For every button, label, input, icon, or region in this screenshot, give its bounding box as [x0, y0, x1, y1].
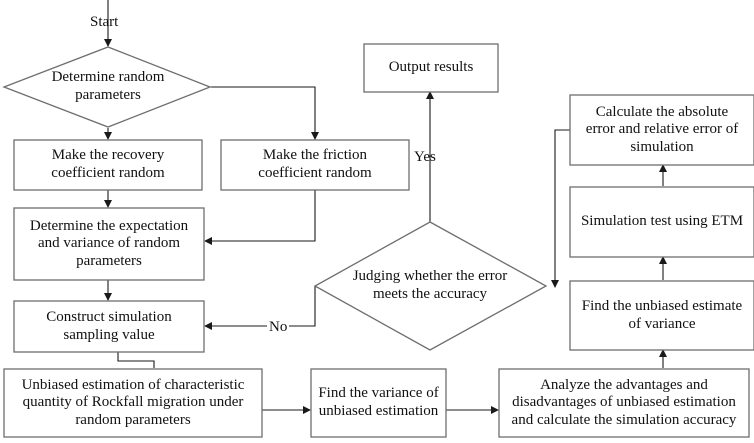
edge-calculate-to-judge: [551, 129, 570, 288]
box-output-results: [363, 43, 499, 93]
find-variance-text: Find the variance of unbiased estimation: [318, 385, 439, 419]
box-calculate-error: [569, 94, 754, 166]
start-label: Start: [90, 14, 119, 30]
box-unbiased-estimation: [3, 368, 263, 438]
connectors: [104, 0, 667, 414]
decision-random-parameters-text: Determine random parameters: [51, 69, 165, 103]
yes-label: Yes: [414, 149, 436, 165]
decision-diamond-random-parameters: [2, 46, 212, 128]
unbiased-estimation-text: Unbiased estimation of characteristic qu…: [21, 376, 245, 428]
box-expectation: [13, 207, 205, 281]
simulation-test-text: Simulation test using ETM: [580, 213, 744, 230]
expectation-text: Determine the expectation and variance o…: [29, 217, 189, 269]
box-simulation-test: [569, 186, 754, 258]
box-find-variance: [310, 368, 447, 438]
box-construct: [13, 300, 205, 353]
recovery-text: Make the recovery coefficient random: [51, 147, 165, 181]
no-label: No: [267, 319, 290, 335]
edge-decision-to-friction: [210, 86, 319, 140]
analyze-text: Analyze the advantages and disadvantages…: [511, 376, 737, 428]
unbiased-variance-text: Find the unbiased estimate of variance: [581, 297, 743, 332]
edge-judge-no-to-construct: [204, 286, 316, 330]
judge-error-text: Judging whether the error meets the accu…: [352, 268, 508, 302]
box-recovery: [13, 139, 203, 191]
box-unbiased-variance: [569, 280, 754, 351]
box-analyze: [498, 368, 750, 438]
output-results-text: Output results: [388, 59, 474, 76]
construct-text: Construct simulation sampling value: [46, 308, 172, 343]
box-friction: [220, 139, 410, 191]
edge-construct-to-unbiased: [117, 352, 155, 368]
friction-text: Make the friction coefficient random: [258, 147, 372, 181]
calculate-error-text: Calculate the absolute error and relativ…: [585, 103, 739, 155]
edge-friction-to-expectation: [204, 190, 316, 245]
decision-diamond-judge-error: [313, 221, 548, 351]
